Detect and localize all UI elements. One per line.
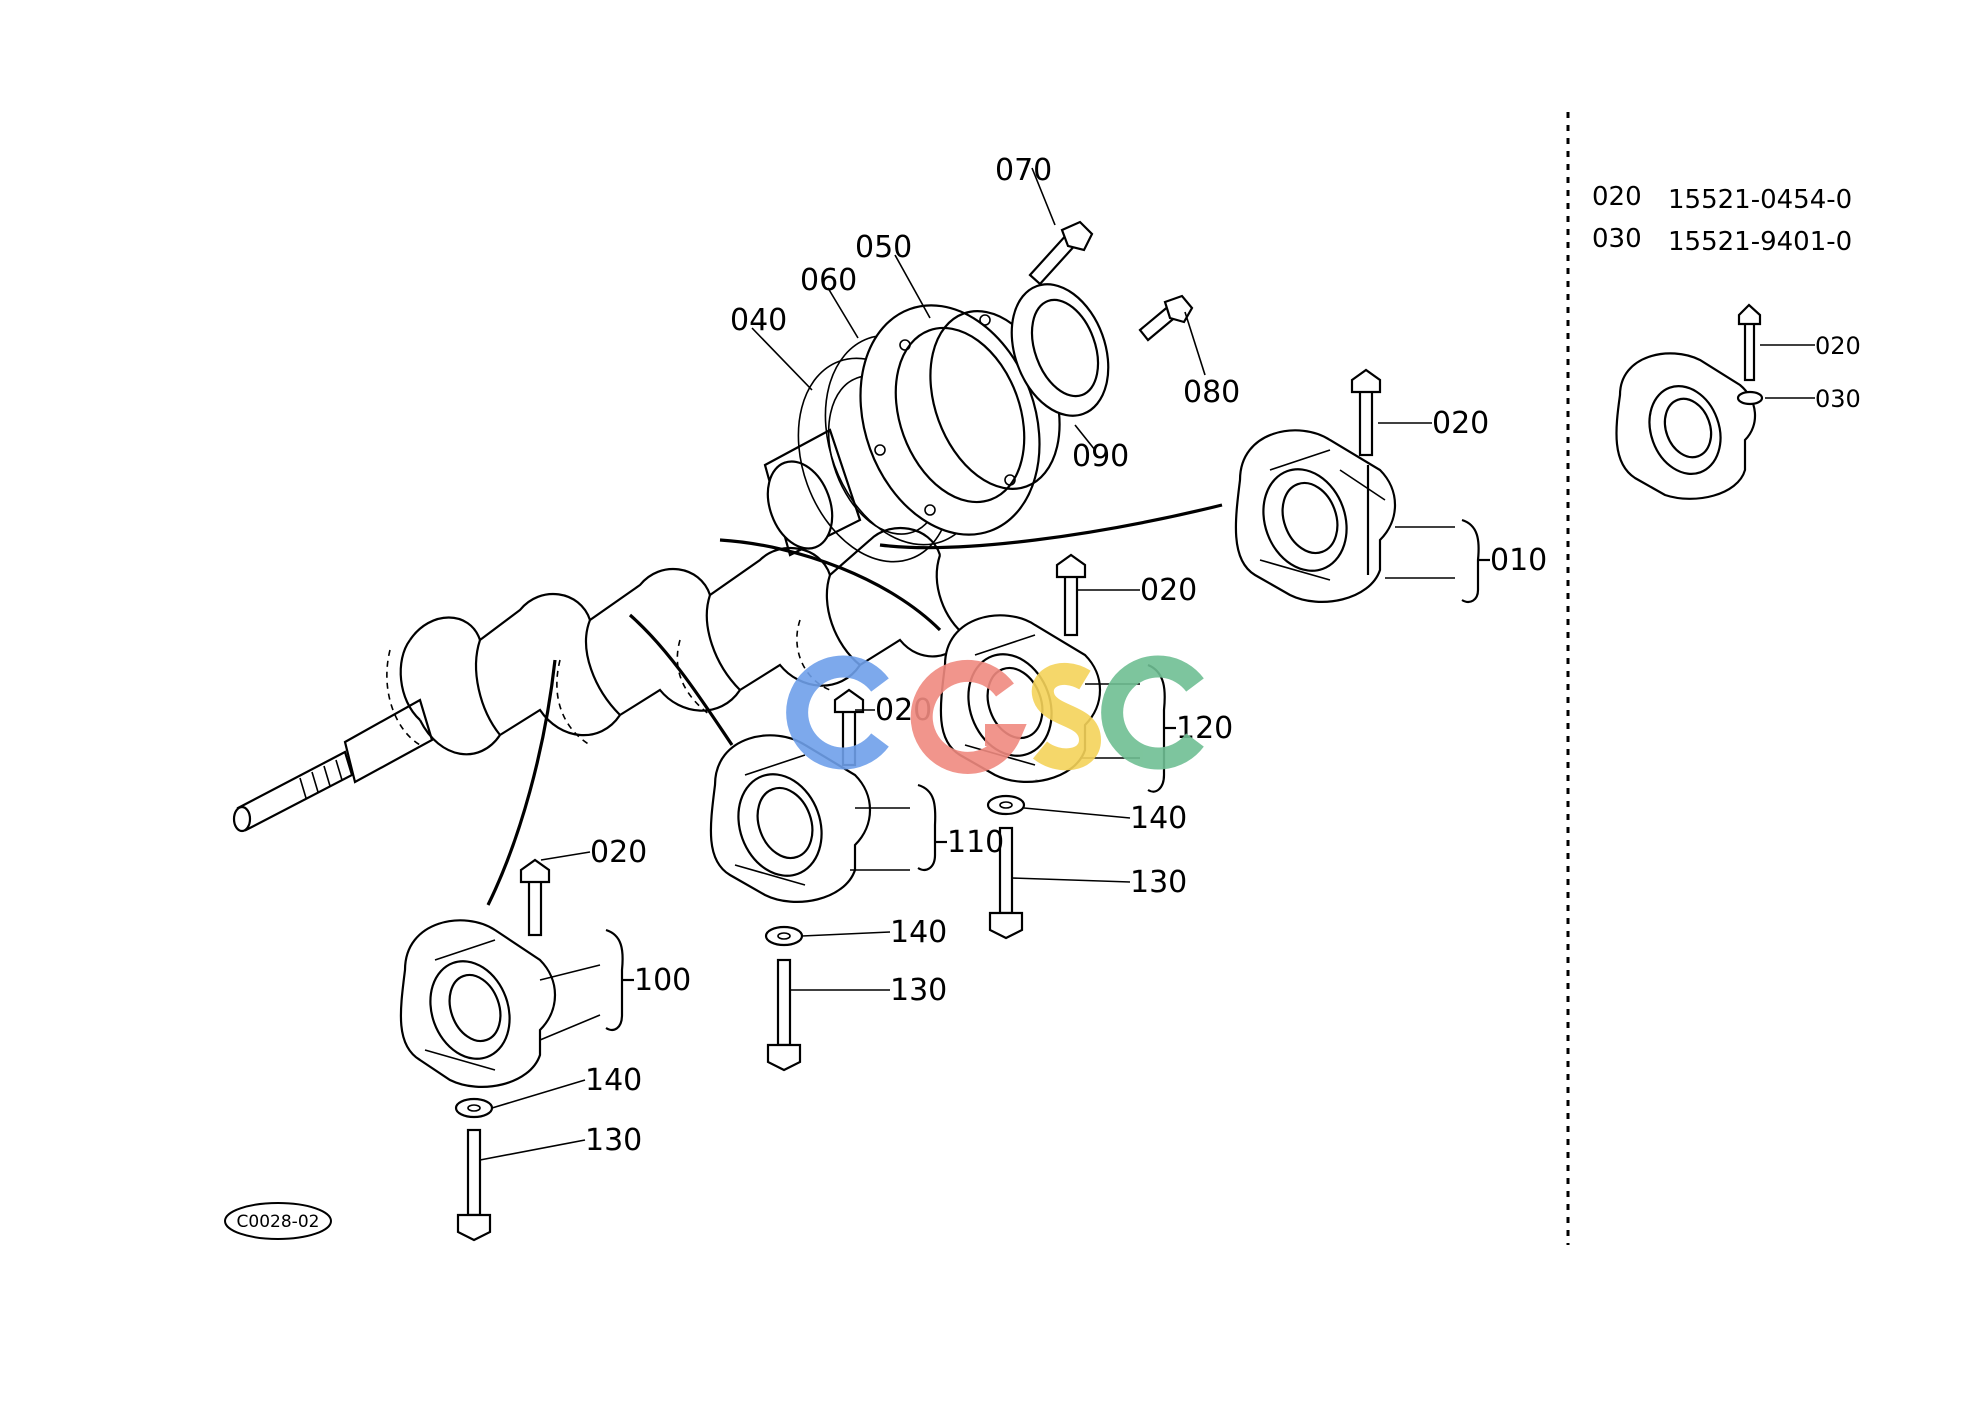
inset-bearing-case: 020 030 — [1615, 303, 1861, 500]
label-010: 010 — [1490, 543, 1547, 578]
watermark-letter-c2 — [1101, 655, 1204, 770]
label-110: 110 — [947, 825, 1004, 860]
label-130-a: 130 — [585, 1123, 642, 1158]
table-pn-030: 15521-9401-0 — [1668, 227, 1852, 257]
label-140-c: 140 — [1130, 801, 1187, 836]
label-050: 050 — [855, 230, 912, 265]
watermark-letter-s — [1031, 663, 1102, 771]
label-020-b: 020 — [1140, 573, 1197, 608]
inset-table: 020 15521-0454-0 030 15521-9401-0 — [1592, 182, 1852, 257]
bolts-130 — [456, 826, 1024, 1242]
label-020-d: 020 — [590, 835, 647, 870]
label-040: 040 — [730, 303, 787, 338]
diagram-code: C0028-02 — [237, 1212, 320, 1232]
watermark-text: CGSC — [1035, 779, 1038, 781]
inset-label-020: 020 — [1815, 332, 1861, 360]
label-060: 060 — [800, 263, 857, 298]
label-090: 090 — [1072, 439, 1129, 474]
installation-arrows — [486, 503, 1223, 906]
crankshaft — [232, 428, 967, 833]
label-020-main: 020 — [1432, 406, 1489, 441]
table-ref-020: 020 — [1592, 182, 1642, 212]
diagram-code-badge: C0028-02 — [224, 1202, 332, 1240]
watermark-logo: CGSC — [786, 655, 1204, 781]
label-140-a: 140 — [585, 1063, 642, 1098]
label-080: 080 — [1183, 375, 1240, 410]
label-100: 100 — [634, 963, 691, 998]
assembly-brackets — [605, 518, 1490, 1031]
watermark-letter-g — [910, 659, 1027, 774]
inset-label-030: 030 — [1815, 385, 1861, 413]
table-pn-020: 15521-0454-0 — [1668, 185, 1852, 215]
label-130-c: 130 — [1130, 865, 1187, 900]
bearing-case-100 — [399, 919, 557, 1088]
bearing-case-010 — [1234, 429, 1397, 603]
bearing-case-110 — [709, 734, 872, 903]
label-140-b: 140 — [890, 915, 947, 950]
label-070: 070 — [995, 153, 1052, 188]
label-130-b: 130 — [890, 973, 947, 1008]
table-ref-030: 030 — [1592, 224, 1642, 254]
rear-oil-seal-case — [797, 220, 1194, 563]
washers-140 — [454, 794, 1026, 1119]
watermark-letter-c1 — [786, 655, 889, 770]
